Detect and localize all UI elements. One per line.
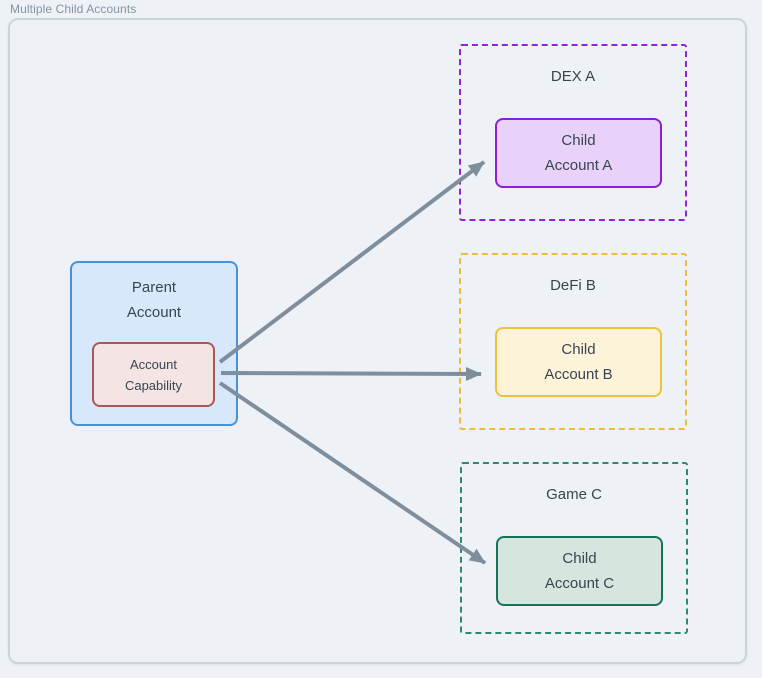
group-game-c-label: Game C [546, 486, 602, 503]
group-dex-a: DEX A Child Account A [459, 44, 687, 221]
group-defi-b-label: DeFi B [550, 277, 596, 294]
child-account-b-label-line2: Account B [544, 366, 613, 383]
account-capability-label-line2: Capability [124, 377, 183, 393]
diagram-container [8, 18, 747, 664]
group-dex-a-label: DEX A [550, 68, 596, 85]
child-account-b-node: Child Account B [495, 327, 662, 397]
account-capability-node: Account Capability [92, 342, 215, 407]
child-account-a-node: Child Account A [495, 118, 662, 188]
child-account-a-label-line2: Account A [544, 157, 613, 174]
child-account-a-label-line1: Child [561, 132, 596, 149]
child-account-c-label-line2: Account C [544, 575, 615, 592]
diagram-title: Multiple Child Accounts [10, 2, 137, 16]
group-game-c: Game C Child Account C [460, 462, 688, 634]
child-account-c-label-line1: Child [562, 550, 597, 567]
parent-account-label-line1: Parent [131, 279, 177, 296]
child-account-b-label-line1: Child [561, 341, 596, 358]
account-capability-label-line1: Account [130, 356, 177, 372]
child-account-c-node: Child Account C [496, 536, 663, 606]
group-defi-b: DeFi B Child Account B [459, 253, 687, 430]
parent-account-label-line2: Account [126, 304, 182, 321]
